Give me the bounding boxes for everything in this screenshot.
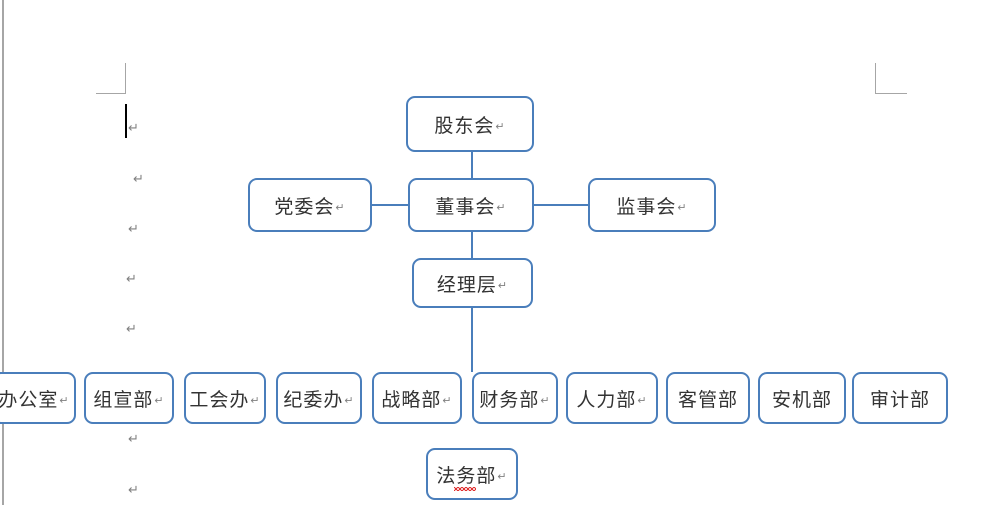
chart-node-label-wrap: 法务部↵	[436, 461, 508, 491]
paragraph-mark: ↵	[128, 120, 139, 135]
text-cursor-caret	[125, 104, 127, 138]
chart-node-label-wrap: 战略部↵	[381, 385, 452, 412]
chart-node-label: 股东会	[434, 115, 495, 137]
margin-mark-top-left-vertical	[125, 63, 126, 94]
chart-node-office[interactable]: 办公室↵	[0, 372, 76, 424]
chart-node-label-wrap: 组宣部↵	[93, 385, 164, 412]
chart-node-strategy[interactable]: 战略部↵	[372, 372, 462, 424]
chart-node-shareholders[interactable]: 股东会↵	[406, 96, 534, 152]
paragraph-mark: ↵	[495, 120, 506, 133]
paragraph-mark: ↵	[128, 221, 139, 236]
chart-node-label: 办公室	[0, 389, 59, 411]
margin-mark-top-right-vertical	[875, 63, 876, 94]
chart-node-label: 财务部	[479, 389, 540, 411]
paragraph-mark: ↵	[59, 394, 70, 407]
chart-node-label-wrap: 经理层↵	[437, 270, 508, 297]
paragraph-mark: ↵	[496, 201, 507, 214]
chart-node-label-wrap: 党委会↵	[274, 192, 345, 219]
chart-node-management[interactable]: 经理层↵	[412, 258, 533, 308]
chart-node-label: 安机部	[771, 389, 832, 411]
connector-management-to-departments	[471, 308, 473, 372]
chart-node-label: 客管部	[677, 389, 738, 411]
chart-node-label: 监事会	[616, 196, 677, 218]
chart-node-label: 纪委办	[283, 389, 344, 411]
connector-party-to-board	[372, 204, 408, 206]
chart-node-label: 工会办	[189, 389, 250, 411]
chart-node-customer[interactable]: 客管部	[666, 372, 750, 424]
chart-node-label-wrap: 人力部↵	[576, 385, 647, 412]
chart-node-label-wrap: 审计部	[870, 385, 930, 412]
chart-node-board[interactable]: 董事会↵	[408, 178, 534, 232]
chart-node-supervisors[interactable]: 监事会↵	[588, 178, 716, 232]
chart-node-hr[interactable]: 人力部↵	[566, 372, 658, 424]
paragraph-mark: ↵	[133, 171, 144, 186]
paragraph-mark: ↵	[126, 321, 137, 336]
chart-node-label-wrap: 办公室↵	[0, 385, 70, 412]
connector-board-to-supervisors	[534, 204, 588, 206]
chart-node-legal[interactable]: 法务部↵	[426, 448, 518, 500]
paragraph-mark: ↵	[154, 394, 165, 407]
chart-node-party[interactable]: 党委会↵	[248, 178, 372, 232]
margin-mark-top-left-horizontal	[96, 93, 126, 94]
paragraph-mark: ↵	[128, 431, 139, 446]
paragraph-mark: ↵	[126, 271, 137, 286]
paragraph-mark: ↵	[128, 482, 139, 497]
chart-node-label: 战略部	[381, 389, 442, 411]
chart-node-label-wrap: 财务部↵	[479, 385, 550, 412]
chart-node-discipline[interactable]: 纪委办↵	[276, 372, 362, 424]
connector-board-to-management	[471, 232, 473, 258]
chart-node-finance[interactable]: 财务部↵	[472, 372, 558, 424]
chart-node-label: 审计部	[869, 389, 930, 411]
connector-shareholders-to-board	[471, 152, 473, 178]
chart-node-label-wrap: 工会办↵	[189, 385, 260, 412]
paragraph-mark: ↵	[344, 394, 355, 407]
chart-node-label-wrap: 安机部	[772, 385, 832, 412]
chart-node-label: 法务部	[436, 465, 497, 487]
margin-mark-top-right-horizontal	[875, 93, 907, 94]
chart-node-union[interactable]: 工会办↵	[184, 372, 266, 424]
paragraph-mark: ↵	[497, 470, 508, 483]
chart-node-audit[interactable]: 审计部	[852, 372, 948, 424]
chart-node-label-wrap: 纪委办↵	[283, 385, 354, 412]
chart-node-label: 组宣部	[93, 389, 154, 411]
chart-node-label: 经理层	[436, 274, 497, 296]
chart-node-label-wrap: 客管部	[678, 385, 738, 412]
paragraph-mark: ↵	[637, 394, 648, 407]
chart-node-label-wrap: 董事会↵	[435, 192, 506, 219]
chart-node-org-publicity[interactable]: 组宣部↵	[84, 372, 174, 424]
chart-node-label: 董事会	[435, 196, 496, 218]
chart-node-label: 人力部	[576, 389, 637, 411]
paragraph-mark: ↵	[677, 201, 688, 214]
chart-node-safety[interactable]: 安机部	[758, 372, 846, 424]
paragraph-mark: ↵	[442, 394, 453, 407]
paragraph-mark: ↵	[497, 279, 509, 292]
spellcheck-squiggle	[454, 486, 477, 491]
chart-node-label-wrap: 监事会↵	[616, 192, 687, 219]
chart-node-label-wrap: 股东会↵	[434, 111, 505, 138]
paragraph-mark: ↵	[540, 394, 551, 407]
paragraph-mark: ↵	[335, 201, 346, 214]
paragraph-mark: ↵	[250, 394, 261, 407]
document-left-edge	[2, 0, 4, 505]
chart-node-label: 党委会	[274, 196, 335, 218]
